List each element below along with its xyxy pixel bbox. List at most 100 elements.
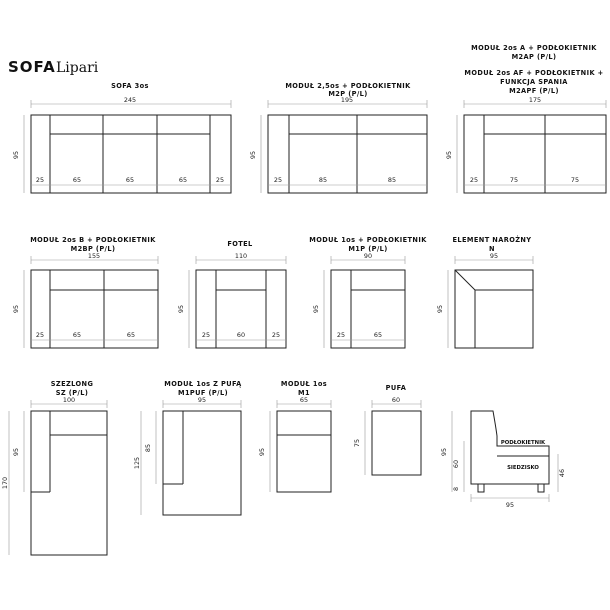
seat-height-value: 60 (452, 460, 460, 468)
module-szezlong: SZEZLONG SZ (P/L) 100 95 170 (1, 380, 108, 556)
module-label: FOTEL (227, 240, 253, 248)
width-value: 245 (124, 96, 136, 104)
module-label: SOFA 3os (111, 82, 149, 90)
module-label: MODUŁ 2os A + PODŁOKIETNIK (471, 44, 597, 52)
module-outline (463, 114, 607, 194)
sofa-outline (30, 114, 232, 194)
length-value: 125 (133, 457, 141, 469)
module-m2bp: MODUŁ 2os B + PODŁOKIETNIK M2BP (P/L) 15… (12, 236, 159, 349)
pouf-outline (371, 410, 422, 476)
part-value: 85 (319, 176, 327, 184)
width-value: 100 (63, 396, 75, 404)
depth-value: 95 (177, 305, 185, 313)
module-m2ap: MODUŁ 2os A + PODŁOKIETNIK M2AP (P/L) MO… (445, 44, 607, 194)
width-value: 175 (529, 96, 541, 104)
depth-value: 95 (258, 448, 266, 456)
module-label: FUNKCJA SPANIA (500, 78, 568, 86)
depth-value: 95 (12, 305, 20, 313)
length-value: 170 (1, 477, 9, 489)
module-outline (30, 269, 159, 349)
side-profile: 95 60 8 46 95 PODŁOKIETNIK SIEDZISKO (440, 410, 566, 509)
module-code: M1PUF (P/L) (178, 389, 228, 397)
part-value: 65 (73, 176, 81, 184)
module-label: MODUŁ 1os + PODŁOKIETNIK (309, 236, 427, 244)
chaise-outline (30, 410, 108, 556)
part-value: 65 (126, 176, 134, 184)
depth-value: 95 (12, 448, 20, 456)
leg-right (537, 483, 545, 493)
module-label: MODUŁ 2,5os + PODŁOKIETNIK (285, 82, 411, 90)
module-m2p: MODUŁ 2,5os + PODŁOKIETNIK M2P (P/L) 195… (249, 82, 428, 194)
armchair-outline (195, 269, 287, 349)
width-value: 65 (300, 396, 308, 404)
depth-value: 95 (249, 151, 257, 159)
module-m1p: MODUŁ 1os + PODŁOKIETNIK M1P (P/L) 90 95… (309, 236, 427, 349)
width-value: 90 (364, 252, 372, 260)
width-value: 155 (88, 252, 100, 260)
module-code: M1P (P/L) (348, 245, 387, 253)
depth-value: 95 (436, 305, 444, 313)
part-value: 25 (36, 331, 44, 339)
module-code: M1 (298, 389, 310, 397)
module-outline (276, 410, 332, 493)
depth-value: 75 (353, 439, 361, 447)
module-code: SZ (P/L) (56, 389, 89, 397)
module-label: SZEZLONG (51, 380, 94, 388)
leg-left (477, 483, 485, 493)
module-label: MODUŁ 2os B + PODŁOKIETNIK (30, 236, 156, 244)
module-code: N (489, 245, 495, 253)
part-value: 25 (470, 176, 478, 184)
part-value: 75 (510, 176, 518, 184)
part-value: 25 (202, 331, 210, 339)
armrest-label: PODŁOKIETNIK (501, 440, 546, 446)
module-label: PUFA (386, 384, 407, 392)
module-label: MODUŁ 2os AF + PODŁOKIETNIK + (464, 69, 603, 77)
module-corner: ELEMENT NAROŻNY N 95 95 (436, 235, 534, 349)
module-code: M2AP (P/L) (512, 53, 557, 61)
module-m1: MODUŁ 1os M1 65 95 (258, 380, 332, 493)
module-sofa3: SOFA 3os 245 95 25 65 65 65 25 (12, 82, 232, 194)
depth-value: 95 (12, 151, 20, 159)
height-value: 95 (440, 448, 448, 456)
part-value: 85 (388, 176, 396, 184)
module-label: MODUŁ 1os (281, 380, 327, 388)
brand-name: Lipari (56, 60, 99, 76)
part-value: 25 (337, 331, 345, 339)
corner-outline (454, 269, 534, 349)
depth-value: 95 (312, 305, 320, 313)
width-value: 110 (235, 252, 247, 260)
part-value: 65 (179, 176, 187, 184)
seat-label: SIEDZISKO (507, 465, 539, 471)
part-value: 25 (272, 331, 280, 339)
part-value: 75 (571, 176, 579, 184)
module-code: M2APF (P/L) (509, 87, 559, 95)
module-pufa: PUFA 60 75 (353, 384, 422, 476)
part-value: 65 (374, 331, 382, 339)
part-value: 25 (216, 176, 224, 184)
brand-title: SOFA (8, 58, 56, 76)
module-code: M2P (P/L) (328, 90, 367, 98)
module-label: ELEMENT NAROŻNY (453, 235, 532, 244)
depth-value: 95 (445, 151, 453, 159)
arm-height-value: 46 (558, 469, 566, 477)
module-fotel: FOTEL 110 95 25 60 25 (177, 240, 287, 349)
depth-value: 85 (144, 444, 152, 452)
module-with-pouf-outline (162, 410, 242, 516)
depth-value: 95 (506, 501, 514, 509)
module-outline (330, 269, 406, 349)
part-value: 25 (36, 176, 44, 184)
width-value: 95 (198, 396, 206, 404)
module-label: MODUŁ 1os Z PUFĄ (164, 380, 242, 388)
part-value: 65 (73, 331, 81, 339)
module-m1puf: MODUŁ 1os Z PUFĄ M1PUF (P/L) 95 85 125 (133, 380, 242, 516)
width-value: 60 (392, 396, 400, 404)
leg-height-value: 8 (452, 487, 460, 491)
width-value: 195 (341, 96, 353, 104)
part-value: 65 (127, 331, 135, 339)
part-value: 25 (274, 176, 282, 184)
part-value: 60 (237, 331, 245, 339)
module-outline (267, 114, 428, 194)
width-value: 95 (490, 252, 498, 260)
module-code: M2BP (P/L) (71, 245, 116, 253)
